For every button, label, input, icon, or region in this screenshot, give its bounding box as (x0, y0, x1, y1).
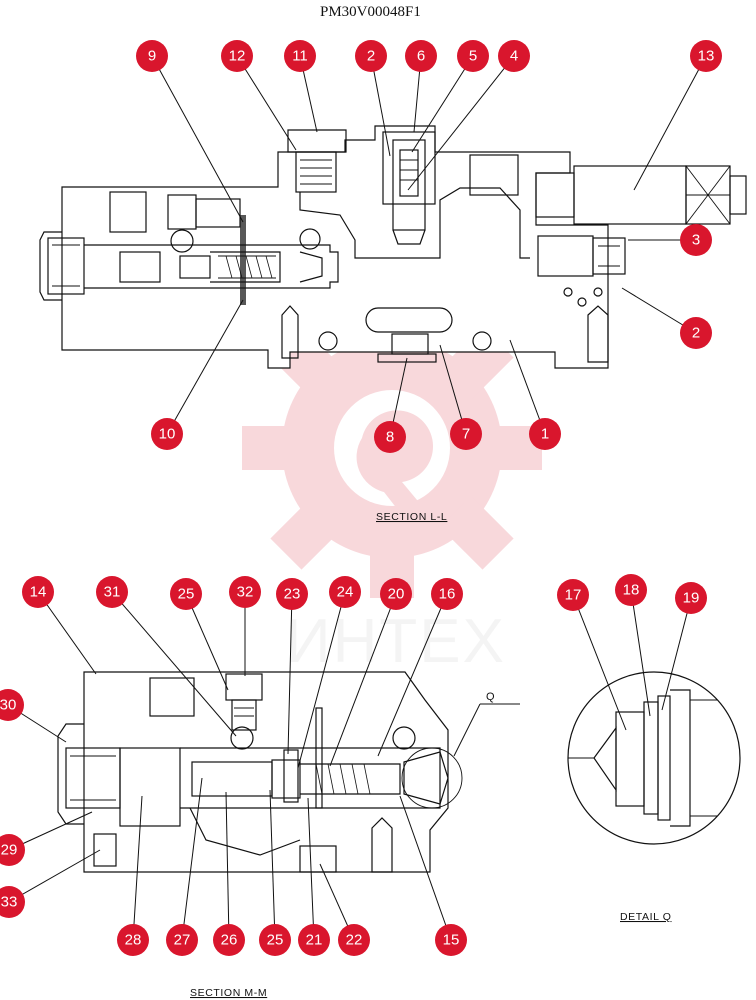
callout-25-bottom: 25 (259, 924, 291, 956)
svg-text:32: 32 (237, 584, 254, 601)
callout-12: 12 (221, 40, 253, 72)
callout-25-top: 25 (170, 578, 202, 610)
gear-logo-icon (242, 298, 542, 598)
svg-text:20: 20 (388, 586, 405, 603)
callout-27: 27 (166, 924, 198, 956)
svg-text:19: 19 (683, 590, 700, 607)
callout-4: 4 (498, 40, 530, 72)
callout-16: 16 (431, 578, 463, 610)
svg-text:6: 6 (417, 48, 425, 65)
svg-text:12: 12 (229, 48, 246, 65)
svg-text:26: 26 (221, 932, 238, 949)
caption-detail-q: DETAIL Q (620, 911, 671, 923)
svg-text:23: 23 (284, 586, 301, 603)
callout-29: 29 (0, 834, 25, 866)
callout-6: 6 (405, 40, 437, 72)
callout-3: 3 (680, 224, 712, 256)
svg-text:25: 25 (267, 932, 284, 949)
callout-1: 1 (529, 418, 561, 450)
callout-13: 13 (690, 40, 722, 72)
svg-text:24: 24 (337, 584, 354, 601)
svg-text:10: 10 (159, 426, 176, 443)
svg-text:3: 3 (692, 232, 700, 249)
callout-31: 31 (96, 576, 128, 608)
detail-marker-q: Q (486, 691, 495, 703)
callout-11: 11 (284, 40, 316, 72)
callout-18: 18 (615, 574, 647, 606)
svg-text:5: 5 (469, 48, 477, 65)
callout-17: 17 (557, 579, 589, 611)
svg-text:16: 16 (439, 586, 456, 603)
svg-text:2: 2 (367, 48, 375, 65)
callout-20: 20 (380, 578, 412, 610)
svg-text:4: 4 (510, 48, 518, 65)
caption-section-mm: SECTION M-M (190, 987, 267, 999)
svg-text:13: 13 (698, 48, 715, 65)
callout-19: 19 (675, 582, 707, 614)
callout-balloons: 9 12 11 2 6 5 4 13 3 2 10 8 7 1 14 31 25… (0, 40, 722, 956)
svg-text:11: 11 (292, 48, 308, 65)
svg-text:7: 7 (462, 426, 470, 443)
svg-text:2: 2 (692, 325, 700, 342)
callout-5: 5 (457, 40, 489, 72)
drawing-number: PM30V00048F1 (320, 4, 421, 20)
svg-text:30: 30 (0, 697, 16, 714)
svg-text:29: 29 (1, 842, 18, 859)
svg-text:18: 18 (623, 582, 640, 599)
callout-23: 23 (276, 578, 308, 610)
svg-text:14: 14 (30, 584, 47, 601)
callout-26: 26 (213, 924, 245, 956)
callout-9: 9 (136, 40, 168, 72)
svg-text:8: 8 (386, 429, 394, 446)
callout-2-top: 2 (355, 40, 387, 72)
svg-text:15: 15 (443, 932, 460, 949)
svg-text:21: 21 (306, 932, 323, 949)
svg-text:27: 27 (174, 932, 191, 949)
svg-text:22: 22 (346, 932, 363, 949)
svg-text:28: 28 (125, 932, 142, 949)
svg-text:9: 9 (148, 48, 156, 65)
callout-7: 7 (450, 418, 482, 450)
callout-8: 8 (374, 421, 406, 453)
callout-28: 28 (117, 924, 149, 956)
caption-section-ll: SECTION L-L (376, 511, 447, 523)
callout-30: 30 (0, 689, 24, 721)
watermark: ИНТЕХ (242, 298, 542, 676)
watermark-text: ИНТЕХ (286, 607, 506, 676)
detail-q-drawing (567, 671, 741, 845)
section-ll-drawing (39, 125, 747, 369)
svg-text:17: 17 (565, 587, 582, 604)
svg-text:25: 25 (178, 586, 195, 603)
callout-10: 10 (151, 418, 183, 450)
svg-text:1: 1 (541, 426, 549, 443)
callout-22: 22 (338, 924, 370, 956)
callout-33: 33 (0, 886, 25, 918)
callout-21: 21 (298, 924, 330, 956)
callout-32: 32 (229, 576, 261, 608)
svg-text:31: 31 (104, 584, 121, 601)
section-mm-drawing: Q (57, 671, 520, 873)
svg-text:33: 33 (1, 894, 18, 911)
callout-2-right: 2 (680, 317, 712, 349)
callout-15: 15 (435, 924, 467, 956)
callout-24: 24 (329, 576, 361, 608)
callout-14: 14 (22, 576, 54, 608)
